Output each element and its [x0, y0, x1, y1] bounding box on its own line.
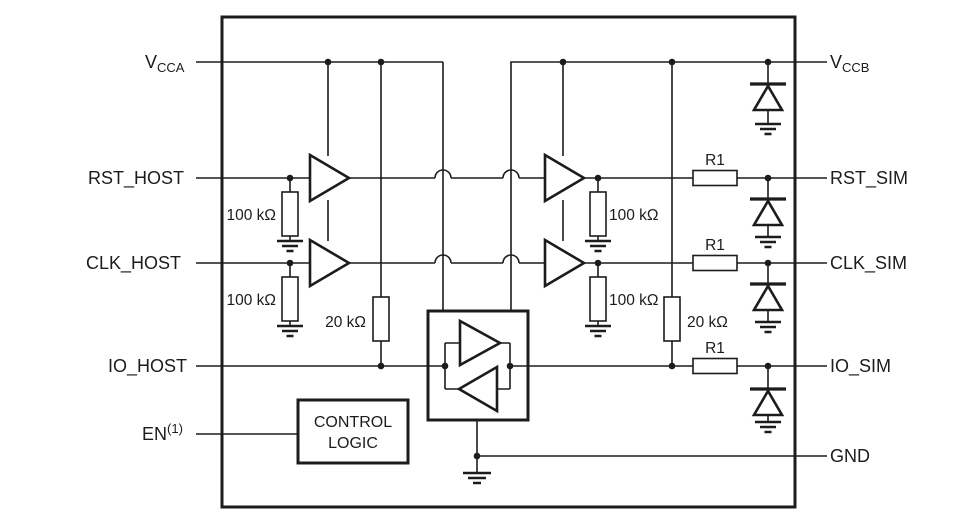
clk-channel-wires: [196, 254, 827, 326]
junction-dots: [286, 58, 772, 460]
pin-vcca-main: V: [145, 52, 157, 72]
io-host-pullup-resistor: [372, 296, 390, 342]
io-reverse-buffer-icon: [456, 364, 499, 414]
pin-label-rst-host: RST_HOST: [88, 168, 184, 189]
wire-hop: [502, 254, 520, 264]
pin-vccb-main: V: [830, 52, 842, 72]
clk-sim-pullup-value: 100 kΩ: [609, 292, 659, 309]
pin-label-vcca: VCCA: [145, 52, 185, 75]
control-logic-label-line2: LOGIC: [328, 435, 378, 452]
io-channel-wires: [196, 341, 827, 422]
wire-hop: [502, 169, 520, 179]
vccb-net-wires: [510, 61, 827, 311]
pin-label-io-sim: IO_SIM: [830, 356, 891, 377]
pin-en-superscript: (1): [167, 421, 183, 436]
clk-host-pullup-resistor: [281, 276, 299, 322]
clk-series-resistor: [692, 254, 738, 272]
control-logic-block: CONTROL LOGIC: [296, 398, 410, 465]
wire-hop: [434, 169, 452, 179]
clk-series-resistor-label: R1: [705, 237, 725, 254]
io-host-pullup-value: 20 kΩ: [325, 314, 366, 331]
clk-host-pullup-value: 100 kΩ: [226, 292, 276, 309]
vccb-clamp-diode-icon: [750, 82, 786, 112]
rst-series-resistor: [692, 169, 738, 187]
io-sim-pullup-value: 20 kΩ: [687, 314, 728, 331]
vcca-net-wires: [196, 61, 444, 311]
io-forward-buffer-icon: [458, 318, 503, 368]
pin-label-en: EN(1): [142, 421, 183, 444]
pin-label-clk-host: CLK_HOST: [86, 253, 181, 274]
io-series-resistor: [692, 357, 738, 375]
pin-label-vccb: VCCB: [830, 52, 869, 75]
chip-boundary-box: [220, 15, 797, 509]
rst-sim-buffer-icon: [543, 152, 587, 204]
pin-label-clk-sim: CLK_SIM: [830, 253, 907, 274]
pin-label-rst-sim: RST_SIM: [830, 168, 908, 189]
rst-host-pullup-value: 100 kΩ: [226, 207, 276, 224]
rst-sim-pullup-resistor: [589, 191, 607, 237]
pin-en-main: EN: [142, 424, 167, 444]
clk-sim-clamp-diode-icon: [750, 282, 786, 312]
rst-series-resistor-label: R1: [705, 152, 725, 169]
pin-vcca-subscript: CCA: [157, 60, 185, 75]
io-sim-pullup-resistor: [663, 296, 681, 342]
pin-label-io-host: IO_HOST: [108, 356, 187, 377]
pin-label-gnd: GND: [830, 446, 870, 466]
gnd-net-wires: [476, 420, 827, 472]
ground-symbols: [277, 122, 781, 485]
pin-vccb-subscript: CCB: [842, 60, 869, 75]
wire-hop: [434, 254, 452, 264]
io-sim-clamp-diode-icon: [750, 387, 786, 417]
clk-sim-buffer-icon: [543, 237, 587, 289]
clk-host-buffer-icon: [308, 237, 352, 289]
rst-sim-clamp-diode-icon: [750, 197, 786, 227]
clk-sim-pullup-resistor: [589, 276, 607, 322]
rst-sim-pullup-value: 100 kΩ: [609, 207, 659, 224]
control-logic-label-line1: CONTROL: [314, 414, 392, 431]
io-series-resistor-label: R1: [705, 340, 725, 357]
rst-host-pullup-resistor: [281, 191, 299, 237]
rst-host-buffer-icon: [308, 152, 352, 204]
